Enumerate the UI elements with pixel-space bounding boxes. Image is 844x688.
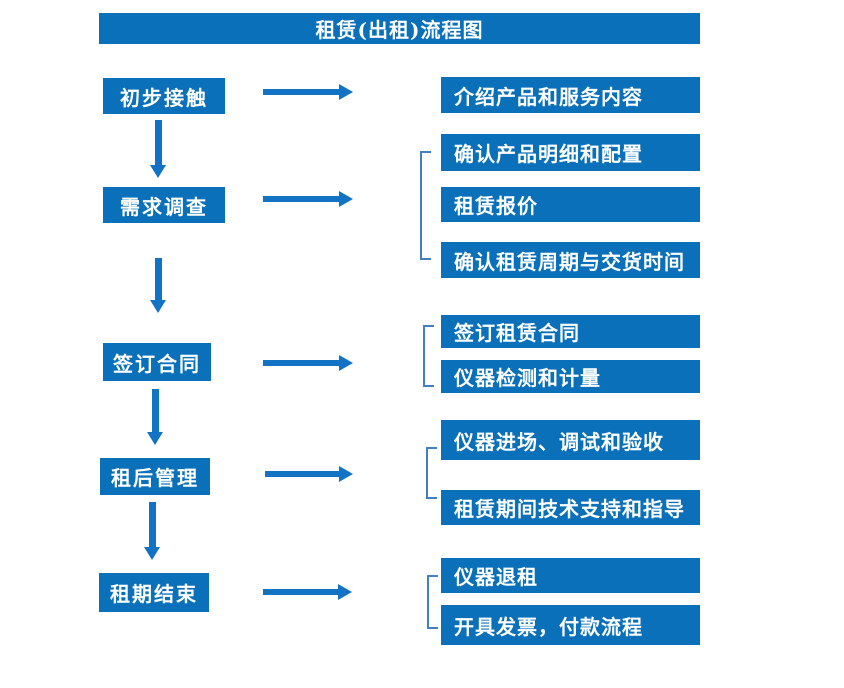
arrow-head xyxy=(339,191,353,207)
arrow-stem xyxy=(263,589,338,595)
arrow-head xyxy=(150,165,166,178)
detail-box-instrument-arrival-debug-acceptance: 仪器进场、调试和验收 xyxy=(441,420,700,460)
flow-arrow-down-1-icon xyxy=(150,120,166,178)
flow-arrow-right-4-icon xyxy=(265,466,353,482)
detail-box-sign-rental-contract: 签订租赁合同 xyxy=(441,315,700,348)
detail-box-introduce-products-services: 介绍产品和服务内容 xyxy=(441,77,700,113)
arrow-stem xyxy=(263,196,339,202)
arrow-head xyxy=(144,547,160,560)
bracket-group-sign-contract xyxy=(423,325,434,387)
arrow-head xyxy=(339,355,353,371)
page-title: 租赁(出租)流程图 xyxy=(99,13,700,44)
flow-arrow-right-2-icon xyxy=(263,191,353,207)
arrow-stem xyxy=(263,89,339,95)
arrow-stem xyxy=(151,389,159,432)
flow-arrow-right-3-icon xyxy=(263,355,353,371)
detail-box-invoice-payment-process: 开具发票，付款流程 xyxy=(441,605,700,645)
arrow-stem xyxy=(265,471,339,477)
detail-box-confirm-product-details-config: 确认产品明细和配置 xyxy=(441,134,700,171)
arrow-stem xyxy=(154,120,162,165)
flow-arrow-right-5-icon xyxy=(263,584,352,600)
arrow-stem xyxy=(263,360,339,366)
flow-arrow-down-4-icon xyxy=(144,502,160,560)
arrow-stem xyxy=(154,258,162,300)
flow-arrow-down-2-icon xyxy=(150,258,166,313)
flow-arrow-right-1-icon xyxy=(263,84,353,100)
bracket-group-demand-survey xyxy=(420,151,431,260)
detail-box-instrument-return: 仪器退租 xyxy=(441,558,700,593)
detail-box-instrument-testing-metering: 仪器检测和计量 xyxy=(441,360,700,393)
arrow-head xyxy=(147,432,163,445)
stage-box-lease-end: 租期结束 xyxy=(99,573,209,612)
stage-box-demand-survey: 需求调查 xyxy=(103,187,225,223)
bracket-group-lease-end xyxy=(427,575,438,629)
stage-box-initial-contact: 初步接触 xyxy=(103,78,225,114)
detail-box-rental-quotation: 租赁报价 xyxy=(441,187,700,222)
detail-box-confirm-rental-period-delivery: 确认租赁周期与交货时间 xyxy=(441,242,700,278)
arrow-head xyxy=(339,466,353,482)
stage-box-sign-contract: 签订合同 xyxy=(103,343,211,381)
arrow-head xyxy=(338,584,352,600)
flow-arrow-down-3-icon xyxy=(147,389,163,445)
detail-box-rental-tech-support-guidance: 租赁期间技术支持和指导 xyxy=(441,490,700,525)
stage-box-post-rental-management: 租后管理 xyxy=(100,458,210,495)
arrow-head xyxy=(150,300,166,313)
bracket-group-post-rental xyxy=(426,447,437,499)
arrow-head xyxy=(339,84,353,100)
arrow-stem xyxy=(148,502,156,547)
